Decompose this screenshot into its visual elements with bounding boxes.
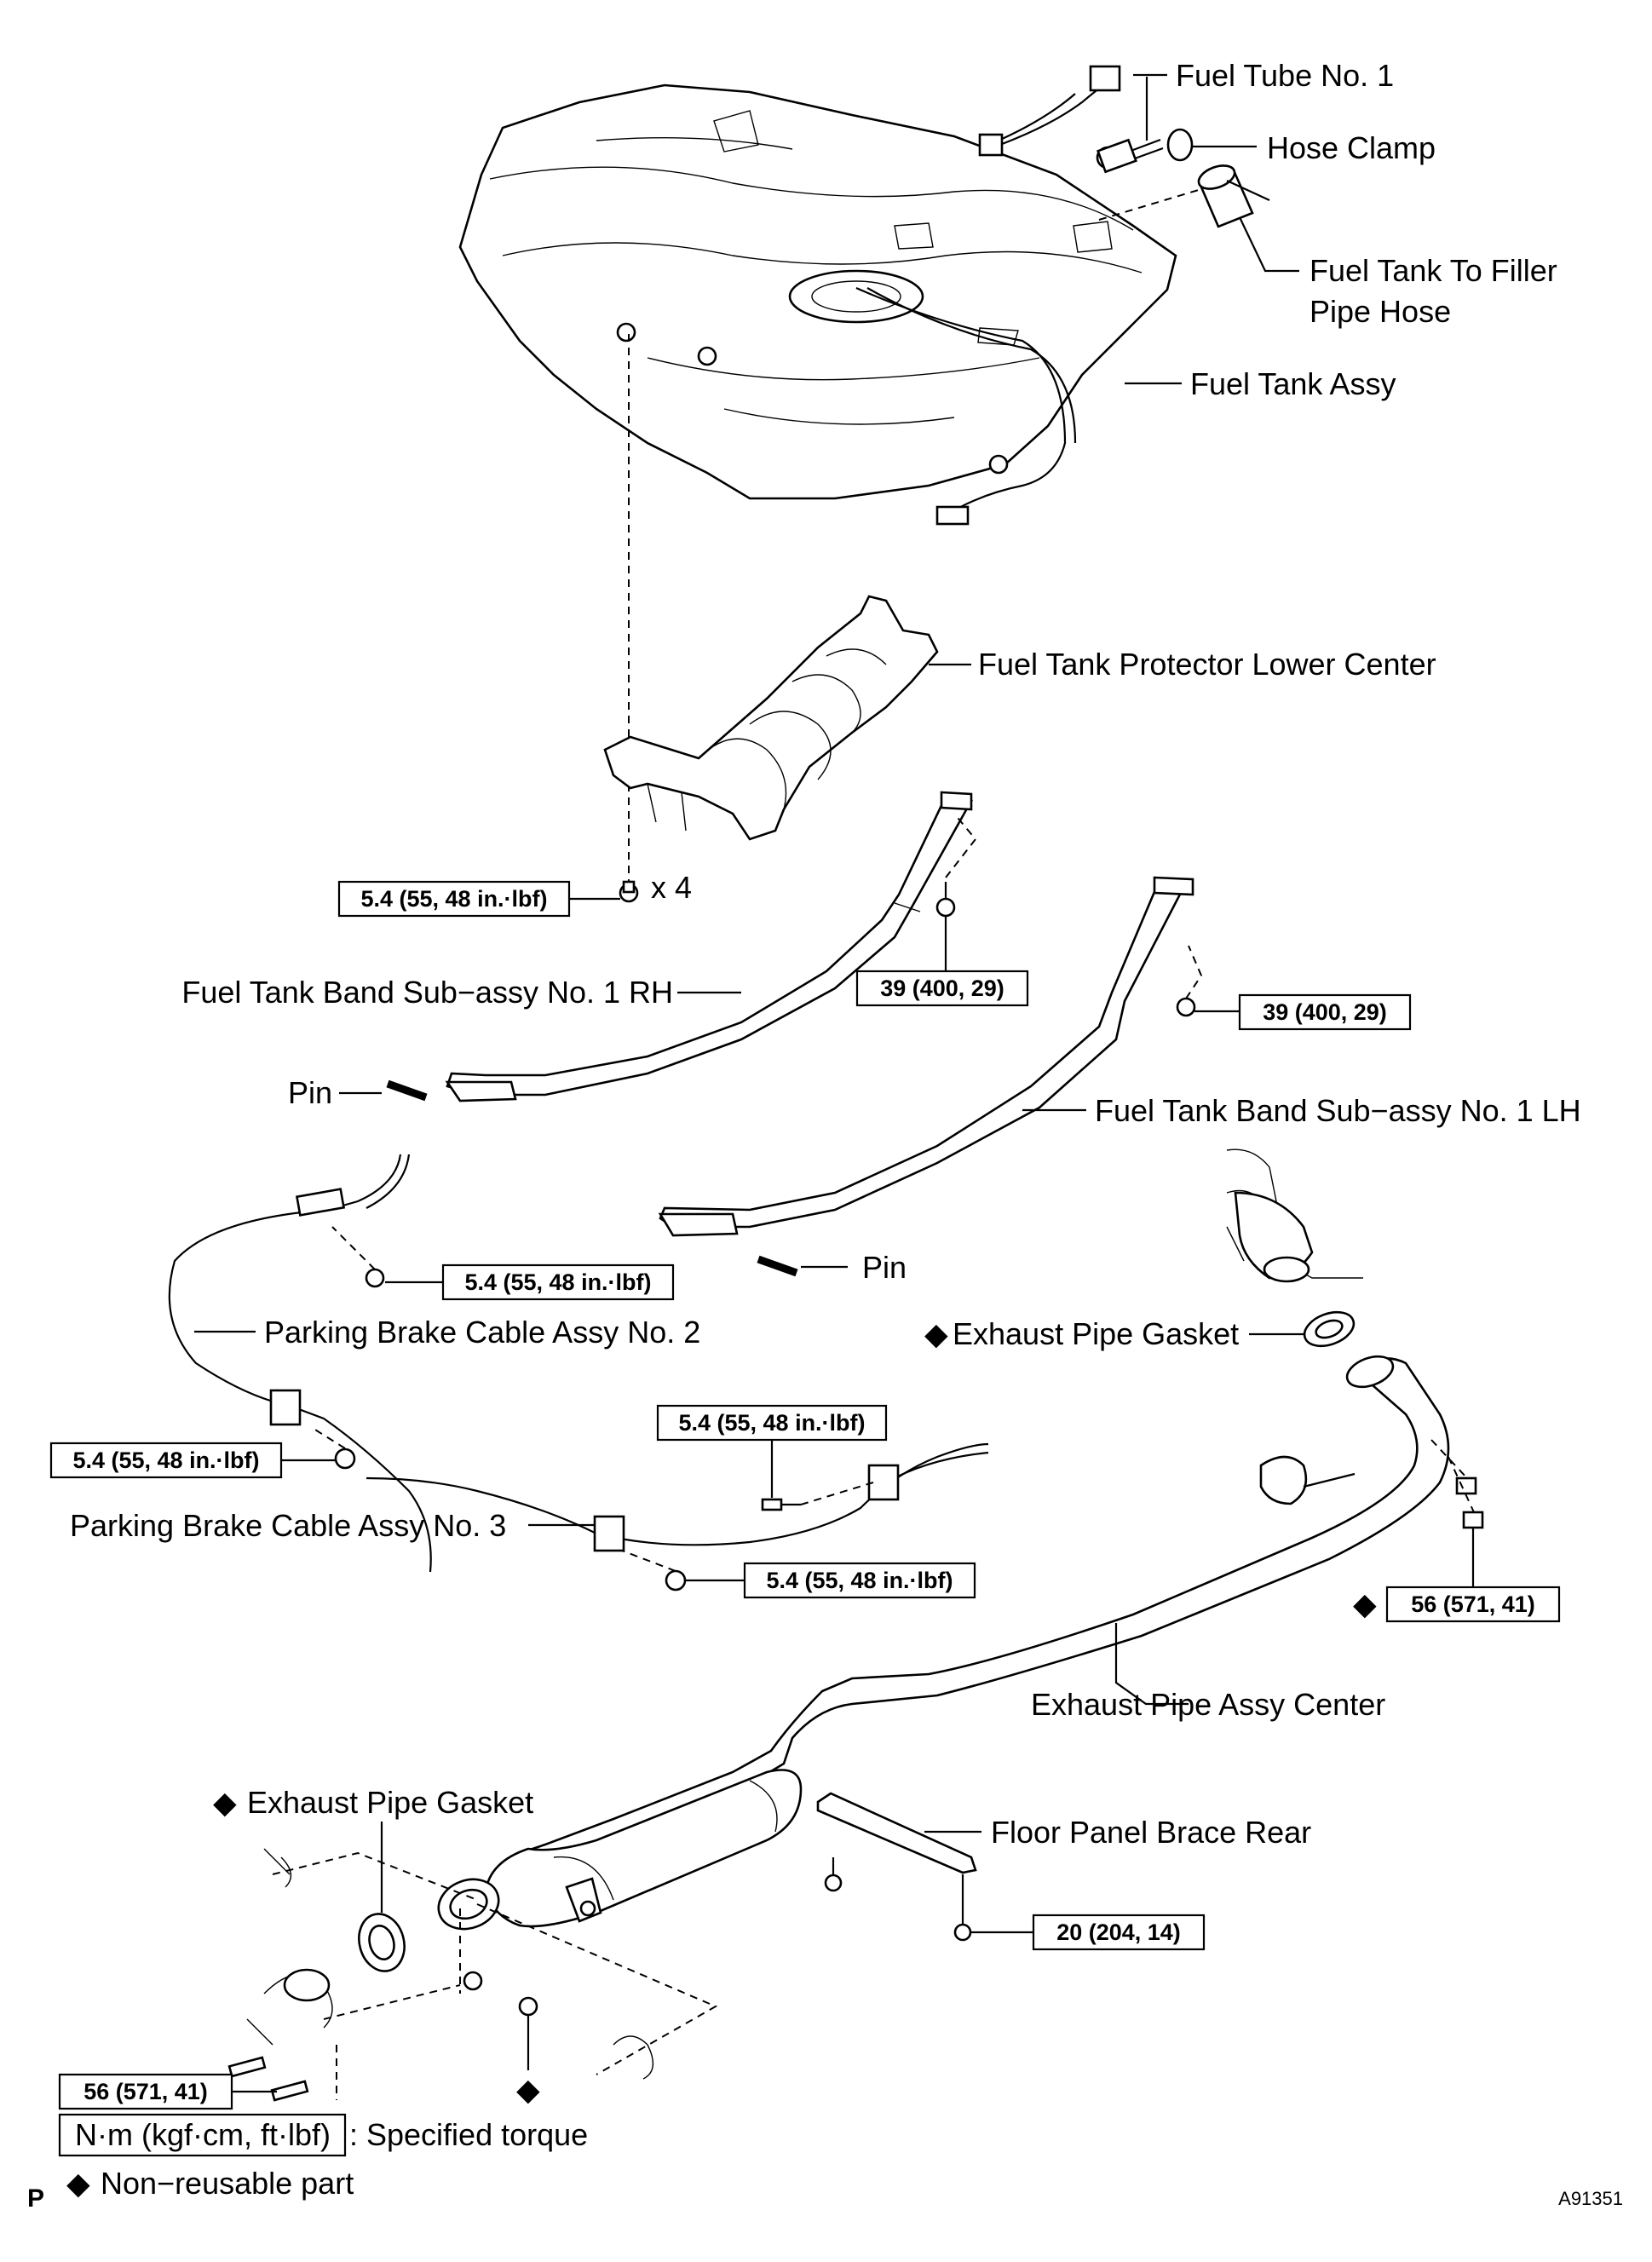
- torque-box-tank-bolts: [337, 880, 571, 918]
- exhaust-manifold-outline: [1226, 1148, 1363, 1283]
- label-pin-right: Pin: [862, 1250, 907, 1285]
- torque-box-cable-no2: [441, 1263, 675, 1301]
- torque-box-exhaust-front: [1385, 1586, 1561, 1623]
- label-pin-left: Pin: [288, 1075, 332, 1110]
- rear-exhaust-flange: [227, 1848, 718, 2102]
- torque-box-band-rh: [855, 970, 1029, 1007]
- torque-exhaust-rear-bolts: 56 (571, 41): [83, 2079, 208, 2104]
- label-parking-cable-no3: Parking Brake Cable Assy No. 3: [70, 1508, 506, 1543]
- cable-fasteners: [310, 1226, 874, 1591]
- hose-clamp-part: [1166, 128, 1194, 162]
- band-lh-bolt: [1176, 945, 1203, 1017]
- symbol-non-reusable-rear-nut: ◆: [516, 2072, 540, 2107]
- label-bolt-quantity: x 4: [651, 870, 692, 905]
- pin-left-part: [386, 1079, 428, 1102]
- fuel-tank-band-rh-drawing: [445, 791, 974, 1102]
- torque-cable-no2-bolt: 5.4 (55, 48 in.·lbf): [464, 1269, 651, 1295]
- label-band-lh: Fuel Tank Band Sub−assy No. 1 LH: [1095, 1093, 1581, 1128]
- label-fuel-tube-no1: Fuel Tube No. 1: [1176, 58, 1394, 93]
- label-band-rh: Fuel Tank Band Sub−assy No. 1 RH: [181, 975, 673, 1010]
- legend-non-reusable-symbol: ◆: [66, 2166, 90, 2201]
- label-exhaust-gasket-front: Exhaust Pipe Gasket: [953, 1316, 1239, 1351]
- torque-box-cable-nut-low: [743, 1562, 976, 1599]
- torque-tank-bolts: 5.4 (55, 48 in.·lbf): [360, 886, 547, 912]
- legend-non-reusable-desc: Non−reusable part: [101, 2166, 354, 2201]
- label-filler-hose-line1: Fuel Tank To Filler: [1310, 253, 1557, 288]
- torque-cable-nut-left: 5.4 (55, 48 in.·lbf): [72, 1448, 259, 1473]
- fuel-tube-fitting: [1097, 138, 1164, 174]
- legend-torque-unit: N·m (kgf·cm, ft·lbf): [75, 2117, 331, 2152]
- exhaust-gasket-front-part: [1303, 1310, 1356, 1348]
- band-rh-bolt: [935, 813, 977, 918]
- filler-hose-part: [1098, 164, 1270, 228]
- torque-box-band-lh: [1238, 993, 1412, 1031]
- parking-brake-cable-no3: [366, 1442, 989, 1552]
- leader-filler-hose: [1239, 216, 1299, 273]
- label-protector-lower-center: Fuel Tank Protector Lower Center: [978, 647, 1436, 682]
- label-fuel-tank-assy: Fuel Tank Assy: [1190, 366, 1396, 401]
- label-filler-hose-line2: Pipe Hose: [1310, 294, 1451, 329]
- label-parking-cable-no2: Parking Brake Cable Assy No. 2: [264, 1315, 700, 1350]
- exhaust-pipe-center-drawing: [437, 1355, 1450, 1931]
- legend-torque-desc: : Specified torque: [349, 2117, 588, 2152]
- symbol-non-reusable-front-gasket: ◆: [924, 1316, 948, 1351]
- fuel-tank-band-lh-drawing: [658, 876, 1194, 1237]
- leader-exhaust-center: [1114, 1623, 1189, 1706]
- symbol-non-reusable-front-nuts: ◆: [1353, 1586, 1377, 1621]
- parking-brake-cable-no2: [168, 1154, 432, 1573]
- torque-box-floor-brace: [1032, 1914, 1206, 1951]
- fuel-tank-drawing: [458, 65, 1177, 526]
- pin-right-part: [757, 1255, 798, 1277]
- torque-box-cable-nut-left: [49, 1442, 283, 1479]
- label-exhaust-gasket-rear: Exhaust Pipe Gasket: [247, 1785, 533, 1820]
- floor-panel-brace-drawing: [816, 1792, 977, 1942]
- exhaust-gasket-rear-part: [358, 1913, 406, 1972]
- label-exhaust-center: Exhaust Pipe Assy Center: [1031, 1687, 1385, 1722]
- corner-mark: P: [27, 2184, 44, 2213]
- symbol-non-reusable-rear-gasket: ◆: [213, 1785, 237, 1820]
- torque-band-lh: 39 (400, 29): [1263, 999, 1387, 1025]
- figure-code: A91351: [1558, 2188, 1623, 2209]
- exhaust-front-nuts: [1430, 1439, 1484, 1529]
- fuel-tank-protector-drawing: [603, 595, 939, 903]
- torque-exhaust-front-nuts: 56 (571, 41): [1411, 1591, 1535, 1617]
- torque-cable-bolt-mid: 5.4 (55, 48 in.·lbf): [678, 1410, 865, 1436]
- torque-cable-nut-low: 5.4 (55, 48 in.·lbf): [766, 1568, 953, 1593]
- legend-torque-box: [58, 2113, 347, 2157]
- label-floor-brace-rear: Floor Panel Brace Rear: [991, 1815, 1311, 1850]
- torque-floor-brace: 20 (204, 14): [1056, 1920, 1181, 1945]
- torque-band-rh: 39 (400, 29): [880, 976, 1004, 1001]
- label-hose-clamp: Hose Clamp: [1267, 130, 1436, 165]
